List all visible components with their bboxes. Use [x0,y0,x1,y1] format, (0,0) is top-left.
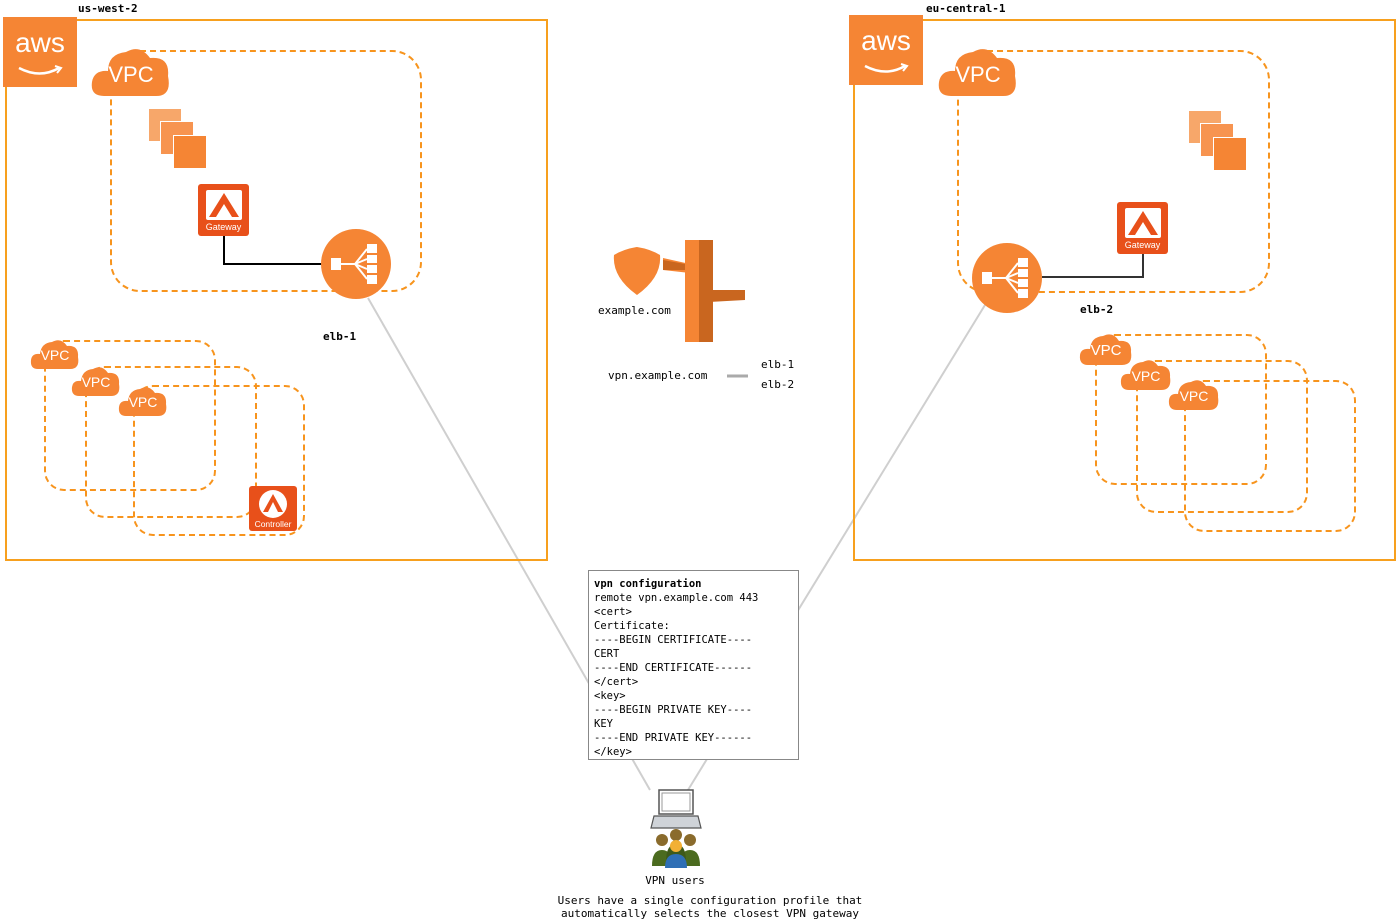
aws-smile-icon [864,63,909,73]
aws-logo-icon: aws [3,17,77,87]
vpc-boundary-east [957,50,1270,293]
ec2-instances-icon [1188,110,1250,172]
vpc-cloud-label: VPC [108,62,154,87]
vpn-config-line: <cert> [594,606,632,618]
small-vpc-cloud-icon: VPC [1120,356,1172,391]
vpn-config-line: ----BEGIN CERTIFICATE---- [594,634,753,646]
aws-logo-text: aws [15,27,65,58]
gateway-icon[interactable]: Gateway [198,184,249,236]
gateway1-to-elb1-line [223,236,322,265]
aws-logo-text: aws [861,25,911,56]
elb-label-west: elb-1 [323,330,357,343]
vpn-users-caption-line2: automatically selects the closest VPN ga… [560,907,859,920]
vpc-cloud-label: VPC [955,62,1001,87]
region-label-west: us-west-2 [78,2,138,15]
laptop-icon[interactable] [650,788,702,832]
small-vpc-boundary-3 [1184,380,1356,532]
small-vpc-cloud-icon: VPC [71,363,121,397]
small-vpc-boundary-2 [85,366,257,518]
elb-icon[interactable] [972,243,1042,313]
small-vpc-label: VPC [40,347,70,363]
users-icon [652,829,700,868]
vpn-config-line: </key> [594,746,632,758]
vpn-config-line: KEY [594,718,613,730]
gateway-icon[interactable]: Gateway [1117,202,1168,254]
region-us-west-2 [5,19,548,561]
vpn-config-title: vpn configuration [594,578,702,590]
elb-icon[interactable] [321,229,391,299]
small-vpc-label: VPC [81,374,111,390]
ec2-instance-front [173,135,207,169]
vpn-users-caption-line1: Users have a single configuration profil… [557,894,863,907]
controller-logo-icon [259,490,287,518]
vpn-config-line: <key> [594,690,626,702]
aws-logo-icon: aws [849,15,923,85]
vpn-config-line: remote vpn.example.com 443 [594,592,759,604]
vpn-users-label: VPN users [645,874,705,887]
gateway-label: Gateway [1124,240,1161,250]
aws-smile-icon [18,65,63,75]
dns-target-elb1: elb-1 [761,358,795,371]
elb-glyph-icon [982,258,1028,298]
small-vpc-cloud-icon: VPC [30,336,80,370]
vpc-cloud-icon: VPC [937,42,1019,98]
region-label-east: eu-central-1 [926,2,1006,15]
small-vpc-cloud-icon: VPC [1168,376,1220,411]
small-vpc-boundary-1 [44,340,216,491]
small-vpc-label: VPC [1131,368,1161,384]
elb-label-east: elb-2 [1080,303,1114,316]
small-vpc-cloud-icon: VPC [1079,330,1133,366]
small-vpc-boundary-2 [1136,360,1308,513]
vpc-cloud-icon: VPC [90,42,172,98]
controller-icon[interactable]: Controller [249,486,297,531]
small-vpc-label: VPC [1090,342,1122,359]
vpn-config-line: ----END PRIVATE KEY------ [594,732,753,744]
small-vpc-label: VPC [1179,388,1209,404]
vpn-config-line: Certificate: [594,620,670,632]
small-vpc-cloud-icon: VPC [118,383,168,417]
gateway2-to-elb2-line [1042,252,1144,278]
ec2-instances-icon [148,108,210,170]
gateway-label: Gateway [205,222,242,232]
region-eu-central-1 [853,19,1396,561]
vpn-config-panel: vpn configuration remote vpn.example.com… [588,570,799,760]
vpn-config-line: ----BEGIN PRIVATE KEY---- [594,704,753,716]
vpn-config-line: ----END CERTIFICATE------ [594,662,753,674]
small-vpc-label: VPC [128,394,158,410]
aviatrix-logo-icon [206,190,242,220]
vpn-config-line: CERT [594,648,620,660]
small-vpc-boundary-1 [1095,334,1267,485]
dns-record-label: vpn.example.com [608,369,708,382]
dns-target-elb2: elb-2 [761,378,795,391]
controller-label: Controller [254,519,292,529]
ec2-instance-front [1213,137,1247,171]
vpc-boundary-west [110,50,422,292]
elb-glyph-icon [331,244,377,284]
route53-icon [663,240,745,342]
vpn-config-line: </cert> [594,676,639,688]
small-vpc-boundary-3 [133,385,305,536]
route53-zone-icon [613,247,661,295]
dns-zone-label: example.com [598,304,671,317]
aviatrix-logo-icon [1125,208,1161,238]
